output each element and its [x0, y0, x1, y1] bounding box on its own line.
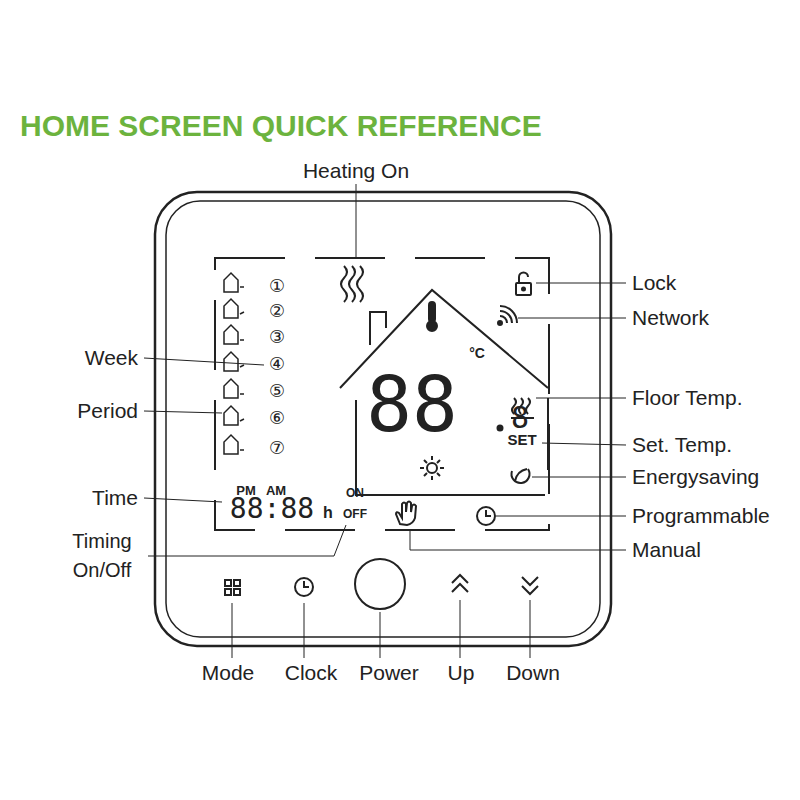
day-number: ⑥: [269, 408, 285, 429]
title: HOME SCREEN QUICK REFERENCE: [20, 108, 542, 144]
button-label: Down: [506, 661, 560, 685]
day-number: ⑦: [269, 438, 285, 459]
lcd-digits: 88: [366, 367, 458, 443]
lcd-text: ON: [346, 487, 364, 501]
button-label: Clock: [285, 661, 338, 685]
day-number: ②: [269, 301, 285, 322]
day-number: ①: [269, 276, 285, 297]
callout-label: Week: [85, 346, 138, 370]
lcd-text: °C: [469, 345, 485, 361]
day-number: ④: [269, 354, 285, 375]
button-label: Up: [448, 661, 475, 685]
callout-label: Programmable: [632, 504, 770, 528]
callout-label: Floor Temp.: [632, 386, 743, 410]
callout-label: Lock: [632, 271, 676, 295]
callout-label: Heating On: [303, 159, 409, 183]
lcd-digits: 8: [511, 403, 529, 433]
lcd-text: h: [323, 504, 333, 522]
callout-label: Manual: [632, 538, 701, 562]
callout-label: Time: [92, 486, 138, 510]
lcd-digits: 88:88: [230, 495, 314, 523]
day-number: ⑤: [269, 381, 285, 402]
button-label: Mode: [202, 661, 255, 685]
callout-label: Period: [77, 399, 138, 423]
callout-label: Set. Temp.: [632, 433, 732, 457]
lcd-text: OFF: [343, 508, 367, 522]
callout-label: Timing On/Off: [63, 527, 141, 585]
callout-label: Energysaving: [632, 465, 759, 489]
callout-label: Network: [632, 306, 709, 330]
day-number: ③: [269, 327, 285, 348]
lcd-text: SET: [507, 431, 536, 448]
button-label: Power: [359, 661, 419, 685]
